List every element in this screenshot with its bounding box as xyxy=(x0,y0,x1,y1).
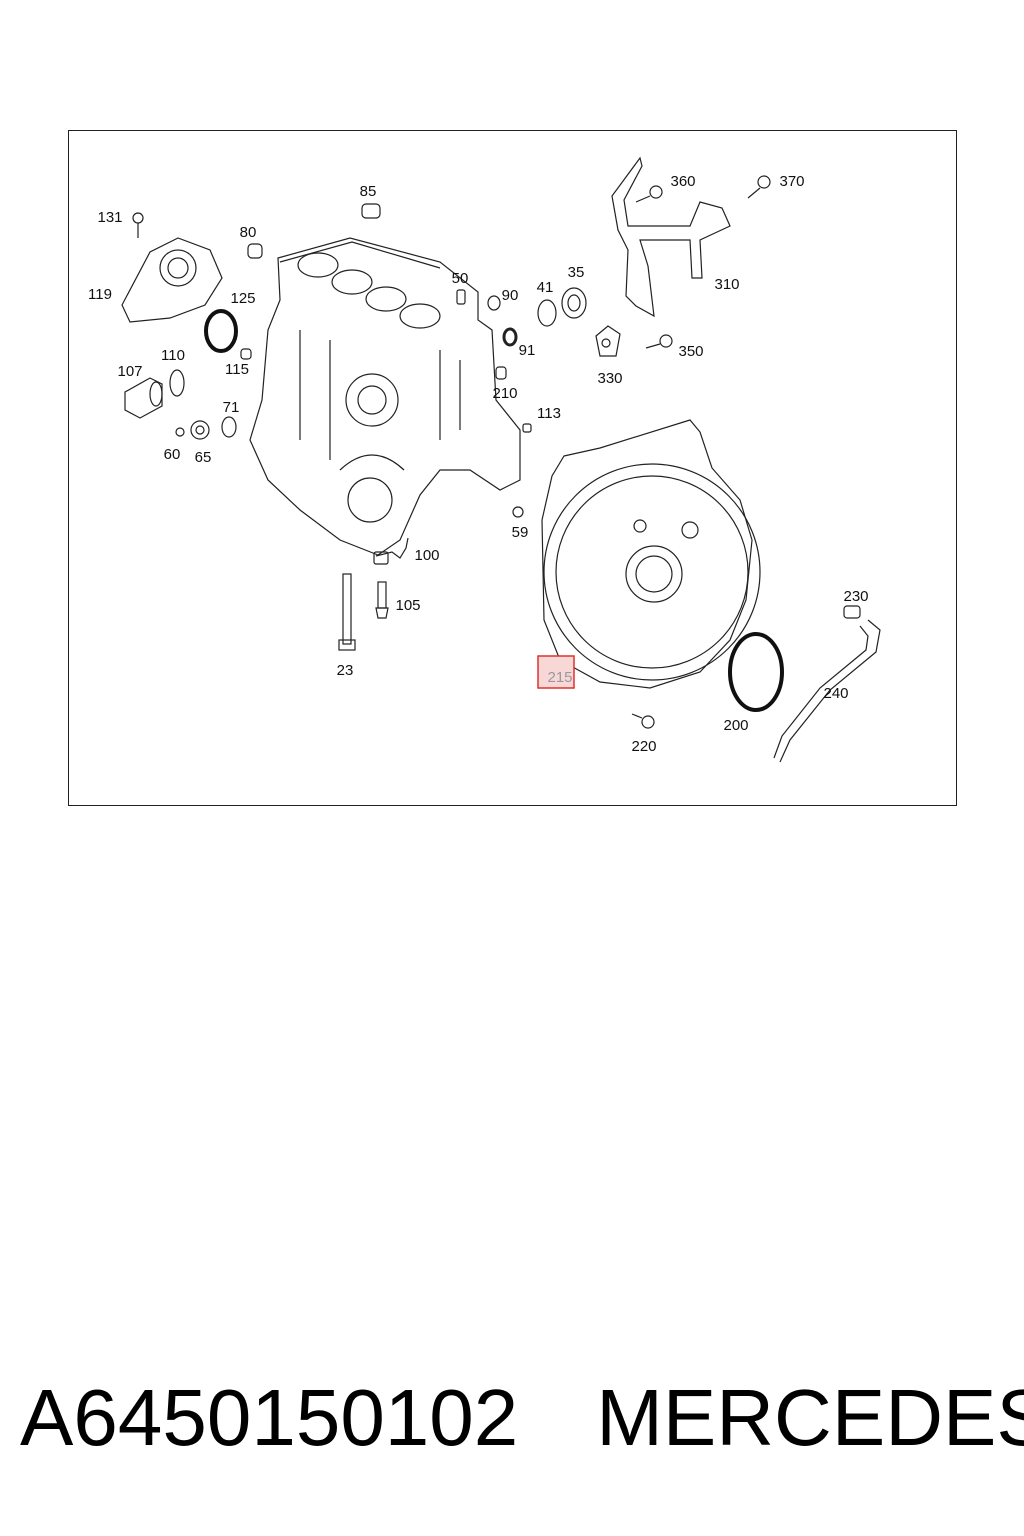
plug-90 xyxy=(487,295,501,311)
highlight-box-215 xyxy=(537,655,575,689)
bolt-370 xyxy=(747,175,771,199)
callout-label-105: 105 xyxy=(395,597,420,614)
callout-label-113: 113 xyxy=(537,405,561,422)
callout-label-59: 59 xyxy=(512,524,529,541)
brand-name: MERCEDES xyxy=(596,1373,1024,1462)
sleeve-80 xyxy=(247,243,263,259)
callout-label-119: 119 xyxy=(88,286,112,303)
sleeve-85 xyxy=(361,203,381,219)
pin-50 xyxy=(456,289,466,305)
callout-label-125: 125 xyxy=(230,290,255,307)
callout-label-60: 60 xyxy=(164,446,181,463)
plug-59 xyxy=(512,506,524,518)
bolt-360 xyxy=(635,185,663,203)
callout-label-350: 350 xyxy=(678,343,703,360)
transmission-housing xyxy=(541,419,761,689)
callout-label-131: 131 xyxy=(97,209,122,226)
callout-label-370: 370 xyxy=(779,173,804,190)
hose-240 xyxy=(773,619,881,763)
callout-labels: 131 85 80 119 125 107 110 115 71 60 65 50 90 41 35 91 21… xyxy=(88,173,868,755)
callout-label-100: 100 xyxy=(414,547,439,564)
sensor-105 xyxy=(375,581,389,619)
seal-35 xyxy=(561,287,587,319)
sensor-100 xyxy=(373,537,409,565)
plug-60 xyxy=(175,427,185,437)
ring-91 xyxy=(502,327,518,347)
filter-housing-107 xyxy=(124,377,163,419)
callout-label-41: 41 xyxy=(537,279,554,296)
pin-113 xyxy=(522,423,532,433)
callout-label-71: 71 xyxy=(223,399,240,416)
bolt-220 xyxy=(631,713,655,729)
callout-label-310: 310 xyxy=(714,276,739,293)
callout-label-115: 115 xyxy=(225,361,249,378)
callout-label-330: 330 xyxy=(597,370,622,387)
callout-label-65: 65 xyxy=(195,449,212,466)
rear-cover-119 xyxy=(121,237,223,323)
callout-label-215: 215 xyxy=(547,669,572,686)
callout-label-360: 360 xyxy=(670,173,695,190)
callout-label-50: 50 xyxy=(452,270,469,287)
bolt-131 xyxy=(132,212,144,238)
callout-label-90: 90 xyxy=(502,287,519,304)
callout-label-35: 35 xyxy=(568,264,585,281)
callout-label-110: 110 xyxy=(161,347,185,364)
callout-label-107: 107 xyxy=(117,363,142,380)
callout-label-210: 210 xyxy=(492,385,517,402)
callout-label-80: 80 xyxy=(240,224,257,241)
callout-label-85: 85 xyxy=(360,183,377,200)
plug-210 xyxy=(495,366,507,380)
gasket-330 xyxy=(595,325,621,357)
callout-label-220: 220 xyxy=(631,738,656,755)
bolt-23 xyxy=(338,573,356,651)
tube-310 xyxy=(611,156,731,318)
callout-label-23: 23 xyxy=(337,662,354,679)
plug-115 xyxy=(240,348,252,360)
o-ring-110 xyxy=(169,369,185,397)
o-ring-71 xyxy=(221,416,237,438)
seal-ring-125 xyxy=(204,309,238,353)
screw-plug-65 xyxy=(190,420,210,440)
callout-label-230: 230 xyxy=(843,588,868,605)
part-number: A6450150102 xyxy=(20,1373,519,1462)
callout-label-200: 200 xyxy=(723,717,748,734)
engine-block xyxy=(249,237,521,556)
connector-230 xyxy=(843,605,861,619)
callout-label-91: 91 xyxy=(519,342,536,359)
bolt-350 xyxy=(645,334,673,349)
parts-diagram: 131 85 80 119 125 107 110 115 71 60 65 50 90 41 35 91 21… xyxy=(88,156,881,763)
callout-label-240: 240 xyxy=(823,685,848,702)
diagram-frame xyxy=(68,130,957,806)
caption: A6450150102 MERCEDES xyxy=(20,1368,1024,1468)
rear-seal-200 xyxy=(728,632,784,712)
o-ring-41 xyxy=(537,299,557,327)
